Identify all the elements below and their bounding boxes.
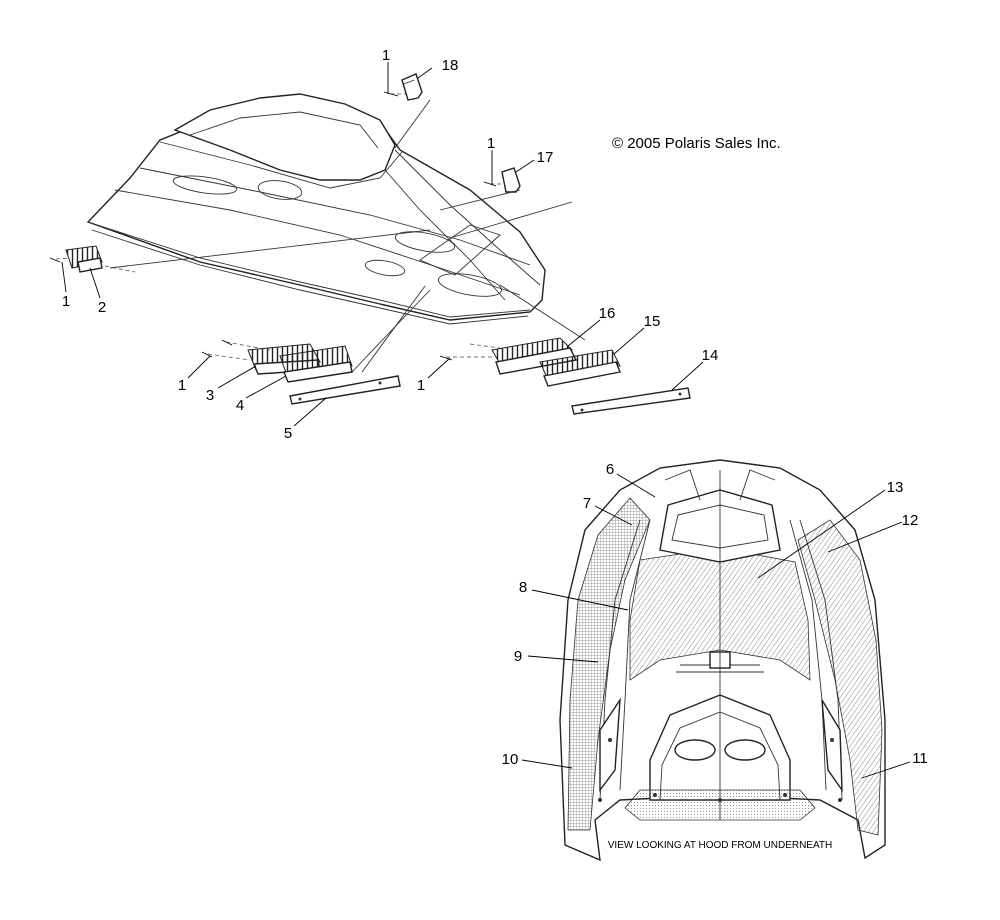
callout-2: 2 xyxy=(98,299,106,316)
callout-14: 14 xyxy=(702,347,719,364)
copyright-notice: © 2005 Polaris Sales Inc. xyxy=(612,135,781,152)
callout-18: 18 xyxy=(442,57,459,74)
callout-17: 17 xyxy=(537,149,554,166)
callout-1-lower: 1 xyxy=(417,377,425,394)
part-18-bracket xyxy=(383,73,431,149)
callout-16: 16 xyxy=(599,305,616,322)
callout-5: 5 xyxy=(284,425,292,442)
callout-4: 4 xyxy=(236,397,244,414)
callout-8: 8 xyxy=(519,579,527,596)
callout-9: 9 xyxy=(514,648,522,665)
callout-1-top: 1 xyxy=(382,47,390,64)
callout-13: 13 xyxy=(887,479,904,496)
part-3-4-vents xyxy=(201,289,431,383)
callout-12: 12 xyxy=(902,512,919,529)
callout-1-mid: 1 xyxy=(178,377,186,394)
callouts: 1 18 1 17 1 2 1 3 4 5 1 16 15 14 6 7 8 9… xyxy=(62,47,928,768)
callout-10: 10 xyxy=(502,751,519,768)
underside-caption: VIEW LOOKING AT HOOD FROM UNDERNEATH xyxy=(608,840,832,851)
hood-underside-view xyxy=(559,459,886,862)
right-insulation-panel xyxy=(797,519,883,836)
windshield xyxy=(173,93,396,181)
leader-lines xyxy=(61,62,911,779)
part-2-vent xyxy=(49,229,431,273)
callout-1-right: 1 xyxy=(487,135,495,152)
part-15-16-vents xyxy=(439,284,621,387)
callout-1-left: 1 xyxy=(62,293,70,310)
callout-7: 7 xyxy=(583,495,591,512)
callout-11: 11 xyxy=(912,750,928,767)
callout-3: 3 xyxy=(206,387,214,404)
part-5-trim-strip xyxy=(289,285,426,405)
part-14-trim-strip xyxy=(571,387,691,415)
callout-15: 15 xyxy=(644,313,661,330)
hood-top-view xyxy=(86,93,546,325)
callout-6: 6 xyxy=(606,461,614,478)
